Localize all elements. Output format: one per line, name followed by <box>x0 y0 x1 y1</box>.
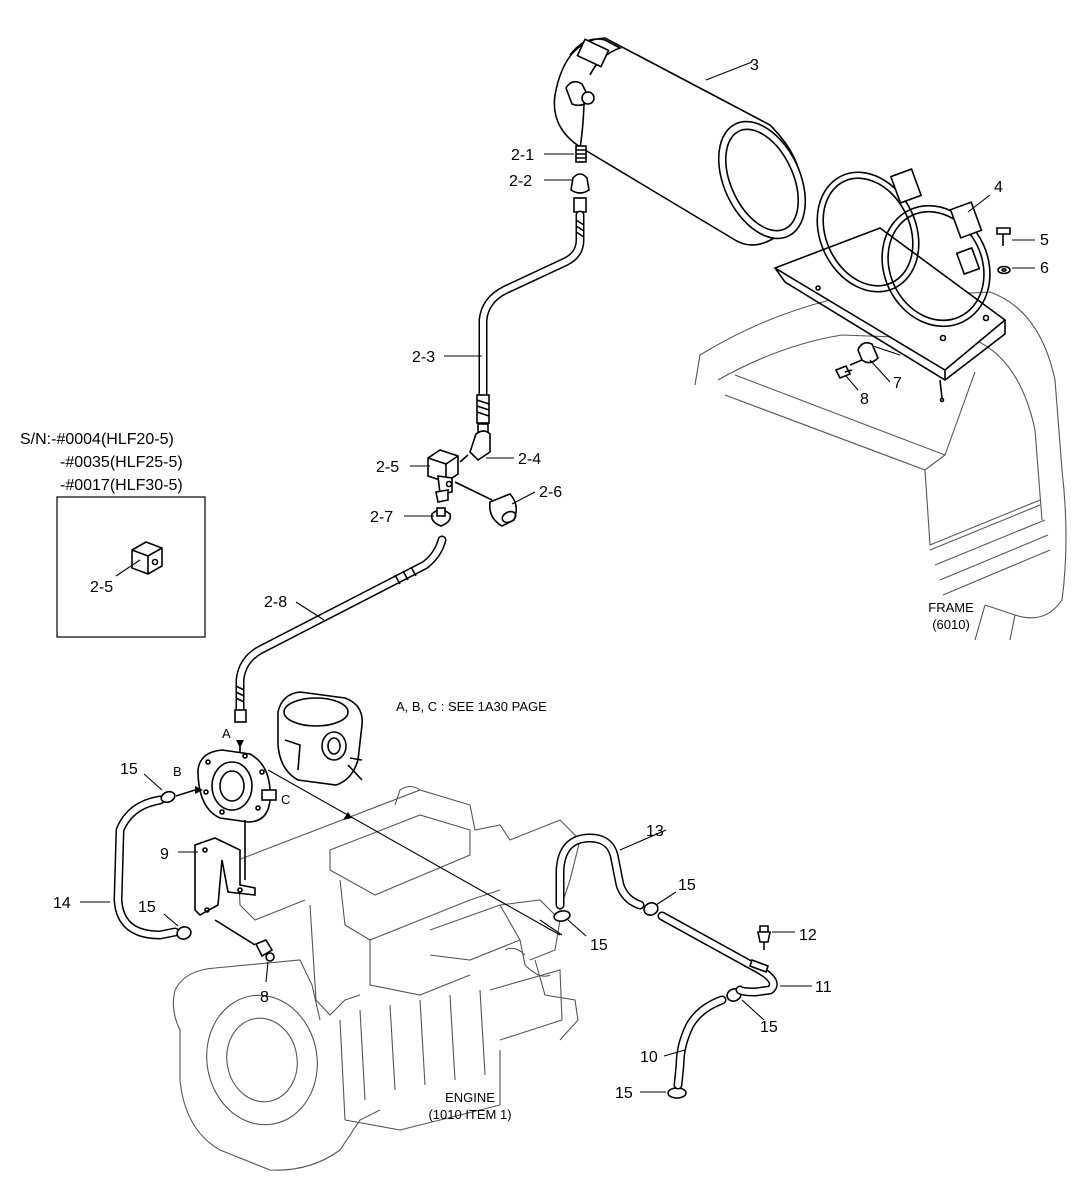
callout-2-2: 2-2 <box>509 173 532 190</box>
hose-2-8 <box>234 535 447 723</box>
callout-9: 9 <box>160 846 169 863</box>
elbow-2-4 <box>459 430 491 463</box>
callout-3: 3 <box>750 57 759 74</box>
callout-2-8: 2-8 <box>264 594 287 611</box>
frame-label-line1: FRAME <box>928 600 974 615</box>
engine-label-line1: ENGINE <box>445 1090 495 1105</box>
callout-2-5: 2-5 <box>376 459 399 476</box>
engine-label-line2: (1010 ITEM 1) <box>428 1107 511 1122</box>
fitting-2-7 <box>430 507 452 527</box>
tank-straps <box>816 168 991 328</box>
vaporizer <box>197 740 277 823</box>
tank-bracket <box>773 227 1007 403</box>
clamp-15-10 <box>667 1087 687 1099</box>
leader-lines <box>80 61 1035 1093</box>
callout-10: 10 <box>640 1049 658 1066</box>
bolt-8-upper <box>834 364 853 380</box>
fitting-2-1 <box>575 145 587 163</box>
callout-labels: 3 2-1 2-2 2-3 2-4 2-5 2-6 2-7 2-8 4 5 6 … <box>53 57 1049 1102</box>
callout-7: 7 <box>893 375 902 392</box>
washer-6 <box>997 265 1011 275</box>
frame-label-line2: (6010) <box>932 617 970 632</box>
serial-line-2: -#0035(HLF25-5) <box>60 454 183 471</box>
connection-letters: A B C <box>173 726 290 807</box>
hose-10 <box>673 995 727 1090</box>
fitting-2-2 <box>570 173 590 194</box>
gas-mixer <box>277 691 363 786</box>
letter-a: A <box>222 726 231 741</box>
callout-15-10: 15 <box>615 1085 633 1102</box>
frame-outline <box>694 291 1067 641</box>
pipe-11 <box>657 911 778 997</box>
engine-label: ENGINE (1010 ITEM 1) <box>428 1090 511 1122</box>
bolt-8-lower <box>214 919 275 962</box>
callout-8-lower: 8 <box>260 989 269 1006</box>
callout-5: 5 <box>1040 232 1049 249</box>
letter-c: C <box>281 792 290 807</box>
clamp-15-b <box>160 786 203 804</box>
callout-8-upper: 8 <box>860 391 869 408</box>
frame-label: FRAME (6010) <box>928 600 974 632</box>
hook-line <box>869 344 901 356</box>
engine-outline <box>172 785 581 1171</box>
callout-2-7: 2-7 <box>370 509 393 526</box>
lpg-tank <box>553 37 807 246</box>
hose-14 <box>113 795 180 940</box>
callout-6: 6 <box>1040 260 1049 277</box>
callout-2-4: 2-4 <box>518 451 541 468</box>
letter-b: B <box>173 764 182 779</box>
bracket-9 <box>194 820 256 916</box>
callout-4: 4 <box>994 179 1003 196</box>
serial-line-3: -#0017(HLF30-5) <box>60 477 183 494</box>
callout-12: 12 <box>799 927 817 944</box>
callout-15-b: 15 <box>120 761 138 778</box>
hose-2-3 <box>476 197 587 433</box>
callout-13: 13 <box>646 823 664 840</box>
callout-15-14: 15 <box>138 899 156 916</box>
inset-box <box>56 496 206 638</box>
callout-15-11: 15 <box>760 1019 778 1036</box>
callout-15-13-left: 15 <box>590 937 608 954</box>
clamp-15-14 <box>176 926 192 940</box>
callout-2-3: 2-3 <box>412 349 435 366</box>
solenoid-valve-2-5 <box>427 449 459 503</box>
callout-11: 11 <box>815 979 832 996</box>
bolt-12 <box>757 925 771 950</box>
clamp-15-13-left <box>553 910 571 922</box>
hose-13 <box>555 833 645 910</box>
clamp-15-13-right <box>643 902 659 916</box>
inset-part-label: 2-5 <box>90 579 113 596</box>
bolt-5 <box>996 227 1011 246</box>
return-line-c <box>267 769 563 936</box>
serial-line-1: S/N:-#0004(HLF20-5) <box>20 431 174 448</box>
callout-14: 14 <box>53 895 71 912</box>
clip-7 <box>849 342 879 366</box>
callout-2-6: 2-6 <box>539 484 562 501</box>
callout-2-1: 2-1 <box>511 147 534 164</box>
callout-15-13-right: 15 <box>678 877 696 894</box>
reference-note: A, B, C : SEE 1A30 PAGE <box>396 699 547 714</box>
filter-2-6 <box>454 481 518 527</box>
serial-note: S/N:-#0004(HLF20-5) -#0035(HLF25-5) -#00… <box>20 431 183 596</box>
